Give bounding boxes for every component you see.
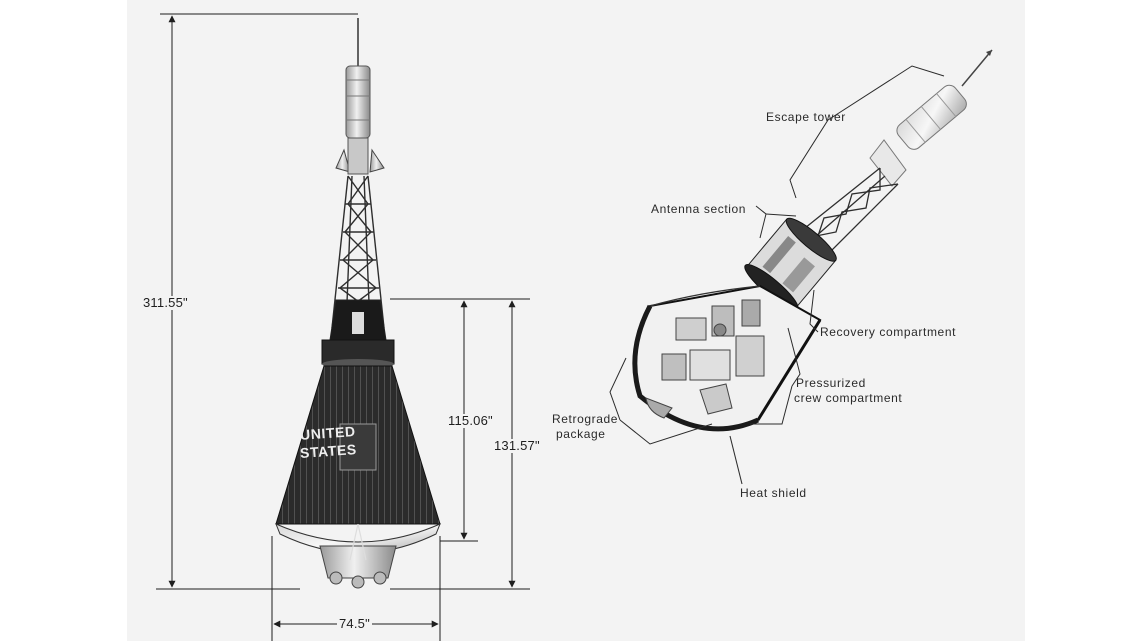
- escape-tower-label: Escape tower: [766, 110, 846, 124]
- base-diameter-label: 74.5": [337, 616, 372, 631]
- cutaway-retro-package: [645, 397, 673, 419]
- pressurized-label-line1: Pressurized: [796, 376, 866, 390]
- callout-leaders: [609, 65, 945, 485]
- cutaway-interior: [661, 299, 765, 415]
- capsule-window: [339, 423, 377, 471]
- escape-nozzle-right: [369, 148, 385, 173]
- cutaway-nozzles: [869, 139, 907, 187]
- capsule-height-label: 115.06": [446, 413, 495, 428]
- retro-package-side: [319, 545, 397, 579]
- side-view-spacecraft: [275, 18, 441, 589]
- cutaway-escape-motor: [896, 84, 967, 150]
- photo-background: [127, 0, 1025, 641]
- pressurized-label-line2: crew compartment: [794, 391, 903, 405]
- total-height-label: 311.55": [141, 295, 190, 310]
- escape-nozzle-left: [335, 148, 351, 173]
- capsule-marking-line2: STATES: [299, 441, 358, 461]
- cutaway-heat-shield: [632, 304, 760, 432]
- escape-rocket-motor: [345, 65, 371, 139]
- retrograde-label-line1: Retrograde: [552, 412, 619, 426]
- capsule-marking-line1: UNITED: [299, 423, 357, 443]
- heat-shield-label: Heat shield: [740, 486, 807, 500]
- recovery-compartment-label: Recovery compartment: [820, 325, 957, 339]
- retrograde-label-line2: package: [556, 427, 606, 441]
- cutaway-spacecraft: [632, 49, 993, 432]
- antenna-section-label: Antenna section: [651, 202, 747, 216]
- capsule-height-with-shield-label: 131.57": [492, 438, 542, 453]
